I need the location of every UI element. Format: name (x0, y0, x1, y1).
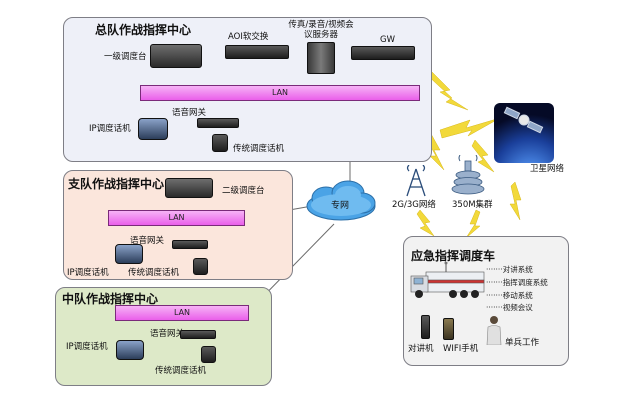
cluster-base-station-icon (451, 155, 485, 195)
soldier-icon (486, 316, 502, 345)
hq-desk-phone-icon (212, 134, 228, 152)
cloud-label: 专网 (331, 201, 350, 211)
hq-title: 总队作战指挥中心 (95, 23, 192, 37)
squad-title: 中队作战指挥中心 (62, 292, 159, 306)
cellular-tower-icon (406, 165, 426, 197)
hq-lan-bar: LAN (140, 85, 420, 101)
squad-ip-phone-icon (116, 340, 144, 360)
lightning-bolt (416, 209, 435, 237)
aoi-switch-icon (225, 45, 289, 59)
branch-gateway-label: 语音网关 (130, 236, 165, 246)
squad-trad-phone-label: 传统调度话机 (155, 366, 207, 376)
lightning-bolt (439, 117, 501, 139)
wifi-phone-icon (443, 318, 454, 340)
lightning-bolt (425, 67, 469, 111)
hq-console-icon (150, 44, 202, 68)
cellular-label: 2G/3G网络 (392, 200, 436, 210)
squad-desk-phone-icon (201, 346, 216, 363)
satellite-icon (503, 106, 544, 134)
hq-ip-phone-icon (138, 118, 168, 140)
radio-label: 对讲机 (408, 344, 434, 354)
radio-icon (421, 315, 430, 339)
fax-server-text: 传真/录音/视频会议服务器 (288, 20, 354, 40)
branch-voice-gateway-icon (172, 240, 208, 249)
branch-console-label: 二级调度台 (222, 186, 265, 196)
vehicle-system-item: ·······指挥调度系统 (486, 277, 548, 288)
gw-device-icon (351, 46, 415, 60)
squad-voice-gateway-icon (180, 330, 216, 339)
satellite-label: 卫星网络 (530, 164, 565, 174)
dotted-leader: ······· (486, 291, 503, 300)
soldier-label: 单兵工作 (505, 338, 540, 348)
hq-console-label: 一级调度台 (104, 52, 147, 62)
dotted-leader: ······· (486, 303, 503, 312)
vehicle-panel (403, 236, 569, 366)
hq-voice-gateway-icon (197, 118, 239, 128)
vehicle-system-label: 视频会议 (502, 303, 533, 312)
hq-aoi-label: AOI软交换 (228, 32, 269, 42)
branch-trad-phone-label: 传统调度话机 (128, 268, 180, 278)
vehicle-title: 应急指挥调度车 (411, 249, 496, 263)
hq-trad-phone-label: 传统调度话机 (233, 144, 285, 154)
vehicle-system-item: ·······对讲系统 (486, 264, 533, 275)
branch-ip-phone-icon (115, 244, 143, 264)
squad-lan-bar: LAN (115, 305, 249, 321)
vehicle-system-label: 对讲系统 (502, 265, 533, 274)
branch-desk-phone-icon (193, 258, 208, 275)
cluster-label: 350M集群 (452, 200, 493, 210)
vehicle-system-item: ·······移动系统 (486, 290, 533, 301)
lightning-bolt (471, 139, 495, 173)
dotted-leader: ······· (486, 265, 503, 274)
hq-gw-label: GW (380, 35, 395, 45)
branch-ip-phone-label: IP调度话机 (67, 268, 109, 278)
branch-lan-bar: LAN (108, 210, 245, 226)
branch-title: 支队作战指挥中心 (68, 177, 165, 191)
hq-gateway-label: 语音网关 (172, 108, 207, 118)
server-tower-icon (307, 42, 335, 74)
squad-gateway-label: 语音网关 (150, 329, 185, 339)
hq-ip-phone-label: IP调度话机 (89, 124, 131, 134)
private-network-cloud (306, 180, 376, 221)
hq-fax-server-label: 传真/录音/视频会议服务器 (286, 20, 356, 40)
vehicle-system-label: 指挥调度系统 (502, 278, 548, 287)
lightning-bolt (509, 181, 522, 221)
wifi-phone-label: WIFI手机 (443, 344, 479, 354)
vehicle-system-item: ·······视频会议 (486, 302, 533, 313)
squad-ip-phone-label: IP调度话机 (66, 342, 108, 352)
branch-console-icon (165, 178, 213, 198)
command-truck-icon (410, 262, 485, 298)
vehicle-system-label: 移动系统 (502, 291, 533, 300)
dotted-leader: ······· (486, 278, 503, 287)
lightning-bolt (465, 209, 481, 239)
squad-panel (55, 287, 272, 386)
